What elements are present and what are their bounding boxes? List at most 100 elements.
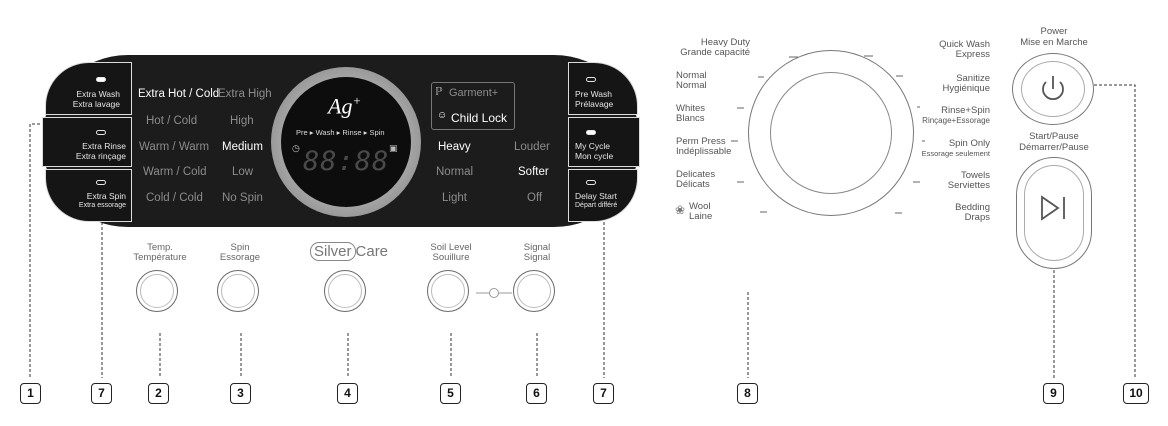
cycle-label-sanitize[interactable]: Sanitize Hygiénique (942, 74, 990, 94)
start-pause-label-en: Start/Pause (1029, 131, 1079, 142)
soil-knob-label-fr: Souillure (432, 252, 470, 263)
spin-knob-label-fr: Essorage (219, 252, 261, 263)
cycle-label-normal-en: Normal (676, 70, 707, 81)
spin-option-medium: Medium (222, 141, 263, 153)
extra-wash-label-fr: Extra lavage (72, 99, 120, 109)
ag-logo-plus: + (352, 93, 362, 108)
cycle-label-towels-en: Towels (960, 170, 990, 181)
extra-rinse-label-en: Extra Rinse (82, 141, 126, 151)
cycle-label-heavy-duty[interactable]: Heavy Duty Grande capacité (680, 38, 750, 58)
delay-clock-icon: ◷ (292, 143, 300, 153)
temp-knob-label-en: Temp. (147, 242, 173, 253)
extra-spin-label-fr: Extra essorage (78, 202, 126, 209)
power-label-fr: Mise en Marche (1020, 37, 1088, 48)
cycle-label-whites[interactable]: Whites Blancs (676, 104, 705, 124)
garment-plus-label: Garment+ (449, 87, 499, 99)
cycle-label-bedding-fr: Draps (964, 212, 990, 223)
cycle-label-heavy-duty-fr: Grande capacité (680, 47, 750, 58)
cycle-label-wool-en: Wool (689, 201, 711, 212)
cycle-label-perm-press-fr: Indéplissable (676, 146, 732, 157)
cycle-label-rinse-spin-fr: Rinçage+Essorage (922, 116, 990, 125)
cycle-label-sanitize-fr: Hygiénique (942, 83, 990, 94)
cycle-label-normal[interactable]: Normal Normal (676, 71, 707, 91)
child-lock-icon: ☺ (437, 110, 448, 121)
cycle-selector-dial-inner (770, 72, 892, 194)
temp-knob[interactable] (136, 270, 178, 312)
cycle-label-towels-fr: Serviettes (947, 180, 990, 191)
signal-option-louder: Louder (514, 141, 550, 153)
ag-logo-text: Ag (328, 93, 353, 119)
cycle-label-rinse-spin[interactable]: Rinse+Spin Rinçage+Essorage (922, 106, 990, 126)
callout-1: 1 (20, 383, 41, 404)
callout-10: 10 (1123, 383, 1149, 404)
temp-option-warm-warm: Warm / Warm (139, 141, 210, 153)
extra-wash-label-en: Extra Wash (76, 89, 120, 99)
soil-level-knob[interactable] (427, 270, 469, 312)
cycle-label-whites-en: Whites (676, 103, 706, 114)
temp-knob-label: Temp. Température (120, 243, 200, 263)
cycle-label-wool[interactable]: Wool Laine (689, 202, 712, 222)
signal-knob-label-fr: Signal (523, 252, 551, 263)
extra-spin-label-en: Extra Spin (86, 191, 126, 201)
temp-option-warm-cold: Warm / Cold (143, 166, 207, 178)
cycle-label-quick-wash-fr: Express (955, 49, 990, 60)
power-label: Power Mise en Marche (1004, 26, 1104, 48)
silvercare-knob[interactable] (324, 270, 366, 312)
silvercare-logo-care: Care (355, 243, 389, 260)
extra-spin-led-icon (96, 180, 106, 185)
spin-option-low: Low (232, 166, 254, 178)
callout-3: 3 (230, 383, 251, 404)
my-cycle-button[interactable]: My Cycle Mon cycle (568, 117, 640, 167)
extra-rinse-button[interactable]: Extra Rinse Extra rinçage (42, 117, 132, 167)
cycle-label-spin-only[interactable]: Spin Only Essorage seulement (922, 139, 990, 159)
extra-rinse-label-fr: Extra rinçage (75, 151, 126, 161)
my-cycle-led-icon (586, 130, 596, 135)
cycle-label-delicates[interactable]: Delicates Délicats (676, 170, 715, 190)
cycle-label-spin-only-en: Spin Only (948, 138, 990, 149)
spin-knob-label-en: Spin (230, 242, 250, 253)
child-lock-label: Child Lock (451, 111, 508, 125)
soil-knob-label-en: Soil Level (430, 242, 472, 253)
signal-knob[interactable] (513, 270, 555, 312)
wool-icon: ❀ (675, 203, 686, 217)
display-screen (281, 77, 411, 207)
power-button-inner (1021, 61, 1085, 117)
cycle-label-heavy-duty-en: Heavy Duty (700, 37, 750, 48)
soil-knob-label: Soil Level Souillure (411, 243, 491, 263)
start-pause-button-inner (1024, 165, 1084, 261)
cycle-label-delicates-fr: Délicats (676, 179, 710, 190)
my-cycle-label-fr: Mon cycle (575, 151, 614, 161)
cycle-label-bedding[interactable]: Bedding Draps (955, 203, 990, 223)
cycle-label-whites-fr: Blancs (676, 113, 705, 124)
signal-knob-label-en: Signal (523, 242, 551, 253)
callout-4: 4 (337, 383, 358, 404)
callout-8: 8 (737, 383, 758, 404)
cycle-label-perm-press-en: Perm Press (676, 136, 726, 147)
cycle-label-sanitize-en: Sanitize (956, 73, 990, 84)
callout-5: 5 (440, 383, 461, 404)
extra-rinse-led-icon (96, 130, 106, 135)
pre-wash-led-icon (586, 77, 596, 82)
spin-knob[interactable] (217, 270, 259, 312)
pre-wash-label-en: Pre Wash (575, 89, 613, 99)
extra-wash-led-icon (96, 77, 106, 82)
cycle-label-bedding-en: Bedding (955, 202, 990, 213)
cycle-label-quick-wash[interactable]: Quick Wash Express (939, 40, 990, 60)
time-display: 88:88 (303, 146, 390, 177)
soil-option-heavy: Heavy (438, 141, 471, 153)
cycle-label-perm-press[interactable]: Perm Press Indéplissable (676, 137, 731, 157)
start-pause-label-fr: Démarrer/Pause (1019, 142, 1089, 153)
delay-start-label-en: Delay Start (575, 191, 618, 201)
delay-start-led-icon (586, 180, 596, 185)
cycle-selector-dial-outer[interactable] (748, 50, 914, 216)
spin-option-no-spin: No Spin (222, 192, 263, 204)
cycle-label-towels[interactable]: Towels Serviettes (948, 171, 990, 191)
soil-option-normal: Normal (436, 166, 474, 178)
start-pause-label: Start/Pause Démarrer/Pause (1004, 131, 1104, 153)
cycle-label-rinse-spin-en: Rinse+Spin (941, 105, 990, 116)
